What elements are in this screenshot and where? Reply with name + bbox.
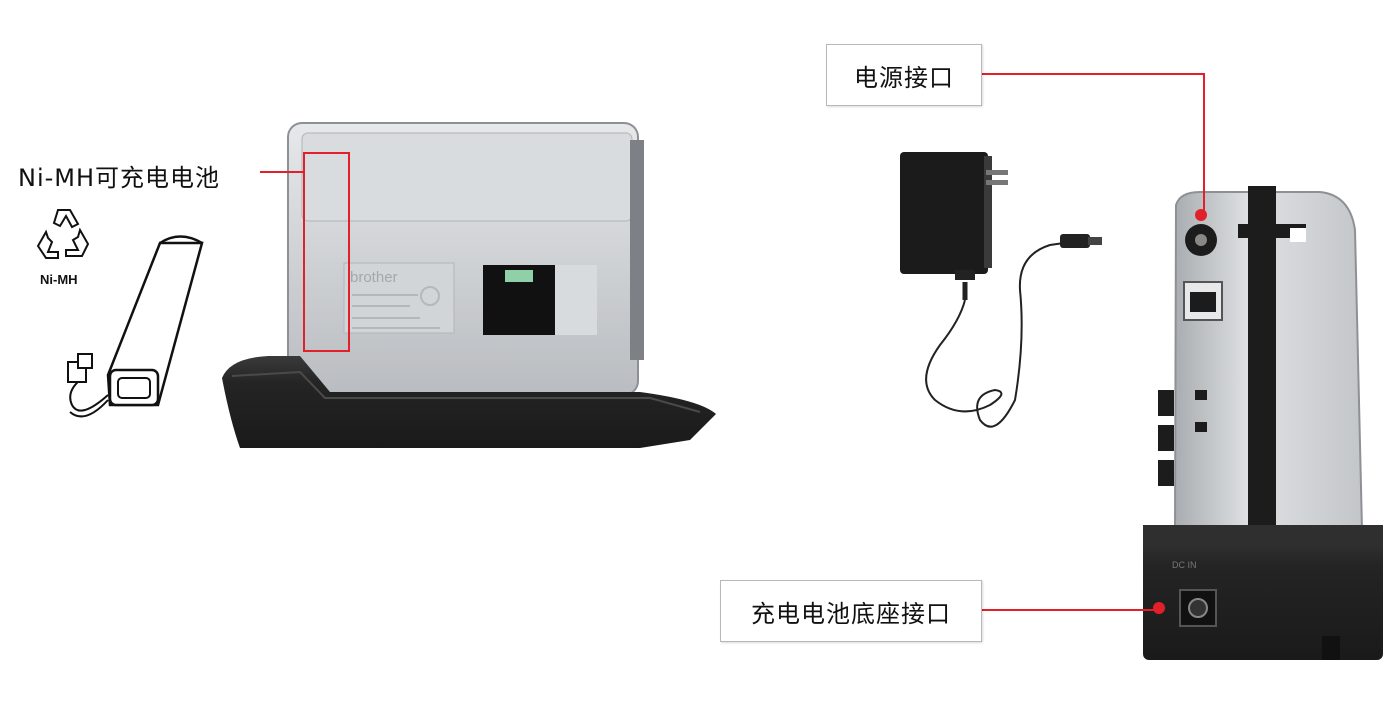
adapter-body (900, 152, 988, 274)
battery-highlight-box (303, 152, 350, 352)
charging-dock-left (222, 356, 716, 448)
adapter-cable (925, 239, 1086, 428)
printer-back-view: brother (222, 122, 716, 448)
power-port-label: 电源接口 (826, 44, 982, 106)
power-port-callout-line (980, 73, 1205, 214)
printer-top-panel (301, 132, 633, 222)
recycle-label: Ni-MH (40, 272, 78, 287)
printer-side-view: DC IN (1143, 186, 1383, 660)
battery-pack-illustration (67, 235, 204, 418)
dock-port-label: 充电电池底座接口 (720, 580, 982, 642)
svg-text:brother: brother (350, 269, 398, 286)
ac-adapter-illustration (900, 152, 1102, 428)
battery-label: Ni-MH可充电电池 (18, 164, 221, 192)
svg-text:DC IN: DC IN (1172, 560, 1197, 570)
rating-label-plate (343, 262, 455, 334)
recycle-icon (36, 209, 90, 259)
